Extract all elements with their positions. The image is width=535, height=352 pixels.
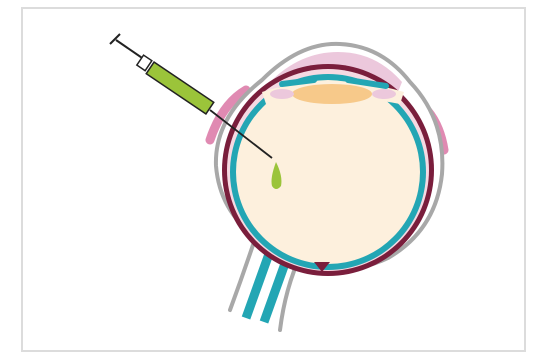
lens bbox=[292, 84, 372, 104]
ciliary-body-right bbox=[372, 89, 396, 99]
ciliary-body-left bbox=[270, 89, 294, 99]
iris-left bbox=[282, 80, 314, 84]
syringe-barrel bbox=[146, 62, 214, 114]
vitreous-body bbox=[236, 80, 420, 264]
eye-injection-diagram bbox=[0, 0, 535, 344]
